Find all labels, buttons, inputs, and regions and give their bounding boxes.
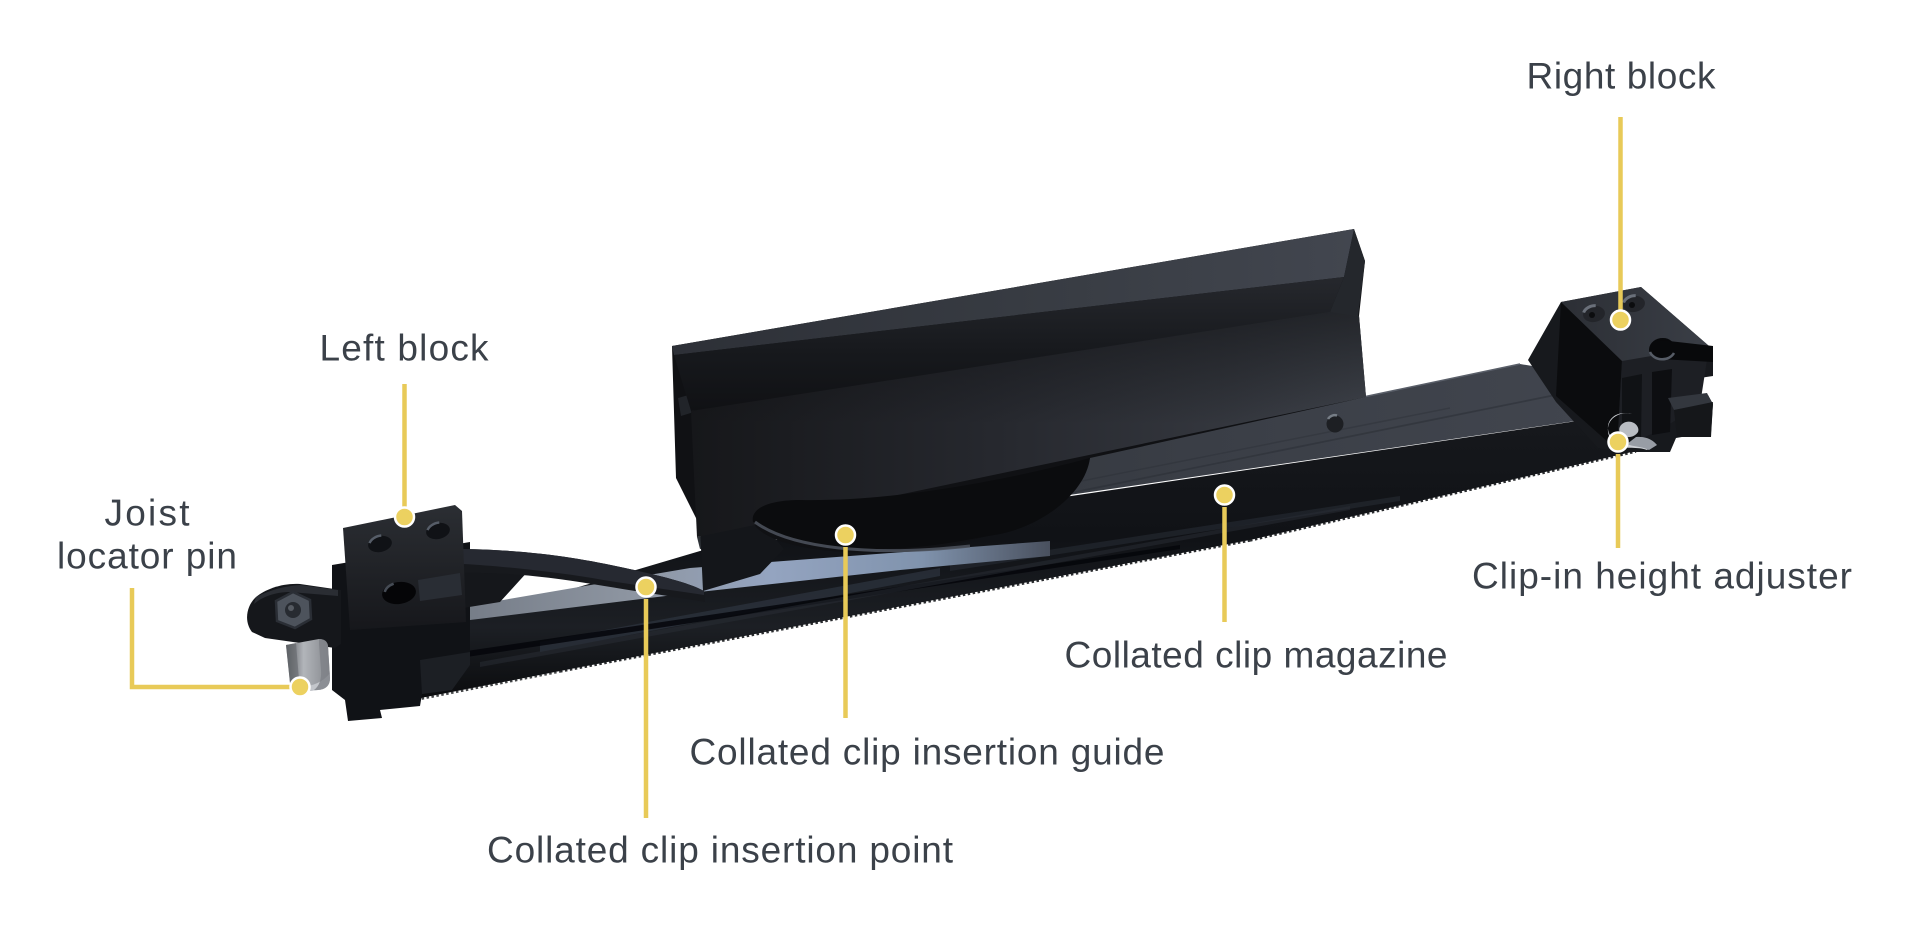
svg-text:Clip-in height adjuster: Clip-in height adjuster: [1472, 556, 1852, 597]
svg-text:Collated clip insertion point: Collated clip insertion point: [487, 830, 954, 871]
svg-text:locator pin: locator pin: [57, 536, 237, 577]
svg-text:Left block: Left block: [320, 328, 490, 369]
svg-text:Collated clip insertion guide: Collated clip insertion guide: [690, 732, 1165, 773]
svg-text:Right block: Right block: [1527, 56, 1717, 97]
svg-text:Collated clip magazine: Collated clip magazine: [1065, 635, 1448, 676]
svg-text:Joist: Joist: [105, 493, 191, 534]
